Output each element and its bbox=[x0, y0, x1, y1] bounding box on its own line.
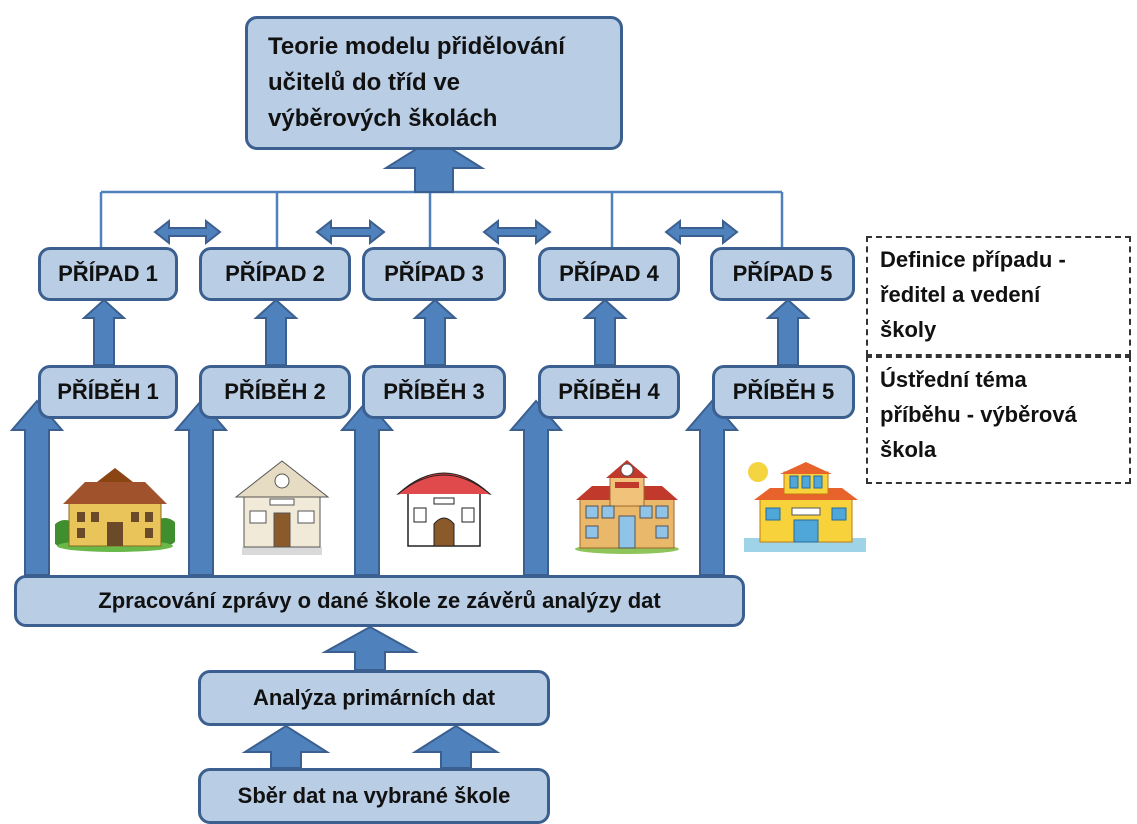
double-arrow-2-3 bbox=[315, 218, 386, 246]
case-box-2: PŘÍPAD 2 bbox=[199, 247, 351, 301]
story-box-5: PŘÍBĚH 5 bbox=[712, 365, 855, 419]
school-building-3 bbox=[396, 472, 492, 547]
collection-box: Sběr dat na vybrané škole bbox=[198, 768, 550, 824]
note-story-line-1: Ústřední téma bbox=[880, 367, 1027, 392]
note-case-definition: Definice případu - ředitel a vedení škol… bbox=[866, 236, 1131, 356]
title-line-3: výběrových školách bbox=[268, 105, 498, 132]
school-building-4 bbox=[575, 460, 679, 554]
case-box-1: PŘÍPAD 1 bbox=[38, 247, 178, 301]
story-box-2: PŘÍBĚH 2 bbox=[199, 365, 351, 419]
school-building-5 bbox=[744, 462, 866, 552]
double-arrow-1-2 bbox=[153, 218, 222, 246]
up-arrow-story5-case5 bbox=[765, 298, 811, 366]
up-arrow-story3-case3 bbox=[412, 298, 458, 366]
title-line-1: Teorie modelu přidělování bbox=[268, 33, 565, 60]
up-arrow-story1-case1 bbox=[81, 298, 127, 366]
note-case-line-3: školy bbox=[880, 317, 937, 342]
note-case-line-2: ředitel a vedení bbox=[880, 282, 1041, 307]
double-arrow-3-4 bbox=[482, 218, 552, 246]
title-line-2: učitelů do tříd ve bbox=[268, 69, 461, 96]
story-box-3: PŘÍBĚH 3 bbox=[362, 365, 506, 419]
tall-arrow-2 bbox=[173, 399, 229, 576]
up-arrow-story2-case2 bbox=[253, 298, 299, 366]
tall-arrow-4 bbox=[508, 399, 564, 576]
tall-arrow-3 bbox=[339, 399, 395, 576]
tall-arrow-5 bbox=[684, 399, 740, 576]
analysis-box: Analýza primárních dat bbox=[198, 670, 550, 726]
title-box: Teorie modelu přidělování učitelů do tří… bbox=[245, 16, 623, 150]
case-box-4: PŘÍPAD 4 bbox=[538, 247, 680, 301]
school-building-1 bbox=[55, 468, 175, 552]
up-arrow-story4-case4 bbox=[582, 298, 628, 366]
note-story-line-2: příběhu - výběrová bbox=[880, 402, 1077, 427]
up-arrow-analysis-report bbox=[321, 625, 419, 671]
note-story-theme: Ústřední téma příběhu - výběrová škola bbox=[866, 356, 1131, 484]
school-building-2 bbox=[234, 460, 330, 555]
case-box-5: PŘÍPAD 5 bbox=[710, 247, 855, 301]
up-arrow-collect-analysis-left bbox=[241, 724, 331, 769]
story-box-1: PŘÍBĚH 1 bbox=[38, 365, 178, 419]
double-arrow-4-5 bbox=[664, 218, 739, 246]
report-box: Zpracování zprávy o dané škole ze závěrů… bbox=[14, 575, 745, 627]
case-box-3: PŘÍPAD 3 bbox=[362, 247, 506, 301]
up-arrow-collect-analysis-right bbox=[411, 724, 501, 769]
note-story-line-3: škola bbox=[880, 437, 937, 462]
up-arrow-to-title bbox=[382, 136, 486, 193]
note-case-line-1: Definice případu - bbox=[880, 247, 1066, 272]
story-box-4: PŘÍBĚH 4 bbox=[538, 365, 680, 419]
